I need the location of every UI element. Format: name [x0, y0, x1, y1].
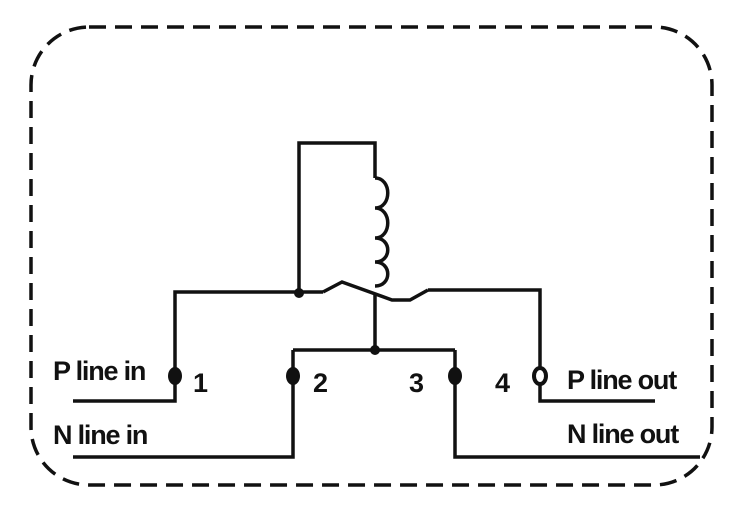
junction-dot-neutral: [370, 345, 380, 355]
terminal-1: [168, 367, 182, 385]
n-line-in-label: N line in: [53, 420, 147, 450]
coil-winding: [374, 176, 390, 288]
n-line-out-wire: [453, 350, 700, 459]
n-line-out-label: N line out: [567, 419, 679, 449]
terminal-3: [448, 367, 462, 385]
n-line-in-wire: [73, 350, 295, 459]
terminal-1-label: 1: [193, 368, 208, 398]
p-line-out-label: P line out: [567, 365, 677, 395]
terminal-4-label: 4: [495, 368, 510, 398]
terminal-4: [532, 366, 548, 386]
switch-blade: [322, 280, 429, 302]
p-line-in-wire: [73, 290, 323, 403]
terminal-2: [286, 367, 300, 385]
terminal-2-label: 2: [313, 368, 327, 398]
p-line-out-wire: [428, 288, 655, 403]
terminal-3-label: 3: [409, 368, 424, 398]
enclosure-border: [29, 25, 714, 487]
p-line-in-label: P line in: [53, 356, 145, 386]
coil-top-loop: [297, 141, 377, 293]
junction-dot-coil: [294, 288, 304, 298]
